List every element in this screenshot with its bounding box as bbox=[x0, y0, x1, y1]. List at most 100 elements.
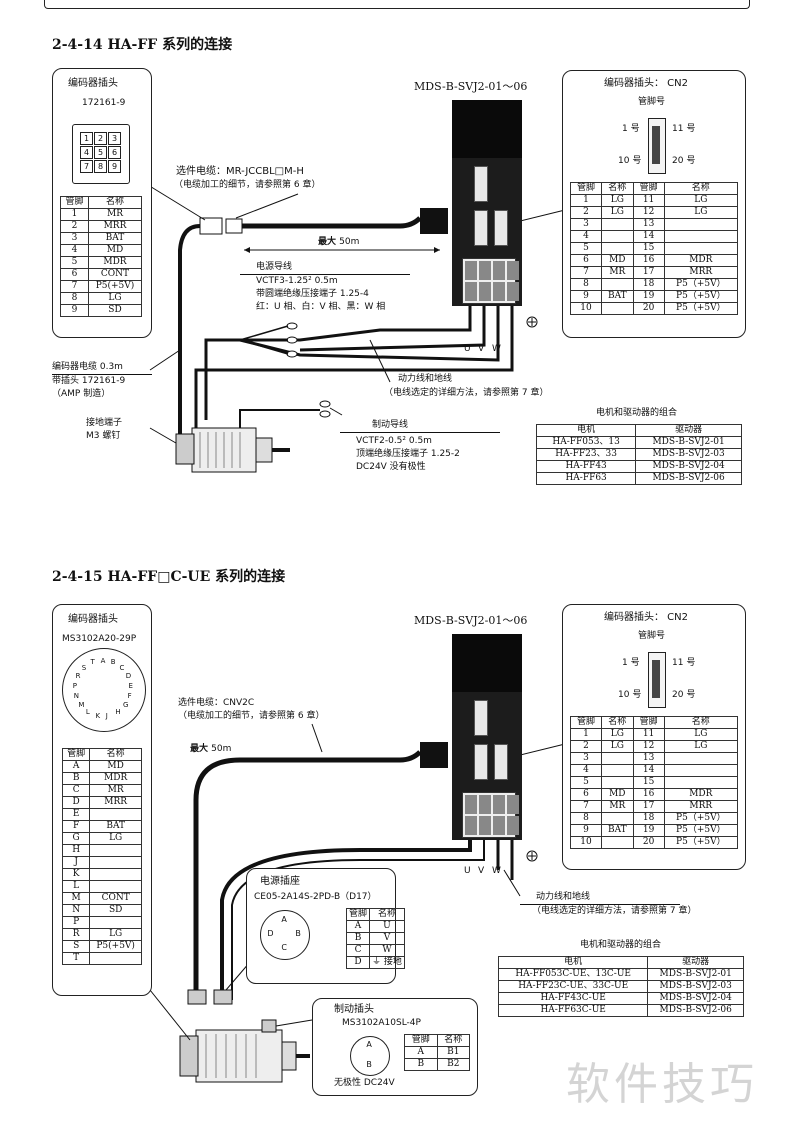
table-cell: 9 bbox=[570, 824, 602, 837]
table-cell bbox=[600, 764, 634, 777]
connector-pin-letter: B bbox=[366, 1060, 372, 1069]
max-length-label: 最大 50m bbox=[318, 237, 360, 247]
connector-pin-letter: F bbox=[127, 692, 132, 701]
table-header-cell: 名称 bbox=[89, 748, 142, 761]
encoder-cable-plug: 带插头 172161-9 bbox=[52, 376, 126, 386]
connector-pin-letter: T bbox=[90, 658, 95, 667]
brake-plug-face bbox=[350, 1036, 390, 1076]
section2-title: 2-4-15 HA-FF□C-UE 系列的连接 bbox=[52, 569, 286, 585]
phase-v-label: V bbox=[478, 344, 485, 354]
table-cell bbox=[600, 812, 634, 825]
watermark-text: 软件技巧 bbox=[566, 1059, 758, 1110]
table-cell: R bbox=[61, 928, 91, 941]
table-row: K bbox=[61, 868, 142, 881]
table-header-row: 管脚名称管脚名称 bbox=[570, 716, 739, 729]
table-row: L bbox=[61, 880, 142, 893]
connector-pin-letter: B bbox=[295, 929, 301, 938]
table-cell: MDS-B-SVJ2-06 bbox=[635, 472, 742, 485]
connector-pin-letter: D bbox=[267, 929, 274, 938]
table-cell: 14 bbox=[632, 764, 665, 777]
drive-connector-lower-2 bbox=[474, 744, 488, 780]
drive-connector-upper-2 bbox=[474, 700, 488, 736]
power-ground-note-2: （电线选定的详细方法，请参照第 7 章） bbox=[532, 906, 697, 916]
table-cell: LG bbox=[600, 740, 634, 753]
table-cell: A bbox=[61, 760, 91, 773]
ground-screw-label: M3 螺钉 bbox=[86, 431, 121, 441]
section1-title: 2-4-14 HA-FF 系列的连接 bbox=[52, 37, 233, 53]
table-cell: J bbox=[61, 856, 91, 869]
encoder-cable-line-2 bbox=[193, 750, 422, 1000]
combo-title-2: 电机和驱动器的组合 bbox=[580, 940, 662, 950]
table-cell bbox=[663, 776, 739, 789]
drive-connector-lower bbox=[474, 210, 488, 246]
cable-select-label-2: 选件电缆：CNV2C bbox=[178, 698, 255, 708]
table-cell: P5（+5V） bbox=[663, 290, 739, 303]
cable-select-label: 选件电缆：MR-JCCBL□M-H bbox=[176, 166, 304, 177]
power-ground-underline-2 bbox=[520, 904, 680, 905]
connector-pin-letter: N bbox=[73, 692, 79, 701]
table-cell: B bbox=[345, 932, 371, 945]
drive-top-panel bbox=[452, 100, 522, 158]
brake-lead-underline bbox=[340, 432, 500, 433]
combo-title: 电机和驱动器的组合 bbox=[596, 408, 678, 418]
encoder-cable-underline bbox=[52, 374, 152, 375]
table-cell: 4 bbox=[570, 764, 602, 777]
table-cell: B1 bbox=[436, 1046, 470, 1059]
phase-w-label: W bbox=[492, 344, 501, 354]
connector-pin-letter: K bbox=[95, 712, 101, 721]
table-cell: 10 bbox=[570, 836, 602, 849]
cn2-title-2: 编码器插头： CN2 bbox=[604, 612, 689, 623]
table-cell: 7 bbox=[570, 266, 602, 279]
encoder-circular-face bbox=[62, 648, 146, 732]
table-cell: B bbox=[61, 772, 91, 785]
table-cell: LG bbox=[600, 728, 634, 741]
table-cell: 8 bbox=[570, 812, 602, 825]
cn2-title: 编码器插头： CN2 bbox=[604, 78, 689, 89]
table-cell: V bbox=[369, 932, 405, 945]
table-cell: 5 bbox=[570, 776, 602, 789]
table-cell: C bbox=[61, 784, 91, 797]
phase-u-label-2: U bbox=[464, 866, 471, 876]
table-row: D⏚ 接地 bbox=[345, 956, 405, 969]
table-cell: P bbox=[61, 916, 91, 929]
brake-lead-spec: VCTF2-0.5² 0.5m bbox=[356, 436, 432, 446]
connector-pin-letter: G bbox=[123, 701, 129, 710]
table-cell bbox=[89, 808, 142, 821]
table-cell: D bbox=[345, 956, 371, 969]
cn2-pin10-label-2: 10 号 bbox=[618, 690, 642, 700]
table-cell: T bbox=[61, 952, 91, 965]
brake-plug-box bbox=[312, 998, 478, 1096]
table-header-row: 管脚名称 bbox=[61, 748, 142, 761]
cn2-pin11-label-2: 11 号 bbox=[672, 658, 696, 668]
table-cell: HA-FF63 bbox=[535, 472, 637, 485]
encoder-pin-cell: 2 bbox=[94, 132, 107, 145]
power-socket-title: 电源插座 bbox=[260, 876, 300, 887]
table-row: P bbox=[61, 916, 142, 929]
table-cell: 20 bbox=[632, 302, 665, 315]
table-cell: F bbox=[61, 820, 91, 833]
table-header-cell: 管脚 bbox=[345, 908, 371, 921]
drive-plug-2 bbox=[420, 742, 448, 768]
table-cell: MDS-B-SVJ2-03 bbox=[647, 980, 744, 993]
table-cell: K bbox=[61, 868, 91, 881]
table-cell: MDR bbox=[89, 772, 142, 785]
drive-plug bbox=[420, 208, 448, 234]
power-lead-terminal: 带圆端绝缘压接端子 1.25-4 bbox=[256, 289, 369, 299]
drive-model-label: MDS-B-SVJ2-01～06 bbox=[414, 80, 528, 93]
table-cell bbox=[89, 856, 142, 869]
power-ground-note: （电线选定的详细方法，请参照第 7 章） bbox=[384, 388, 549, 398]
